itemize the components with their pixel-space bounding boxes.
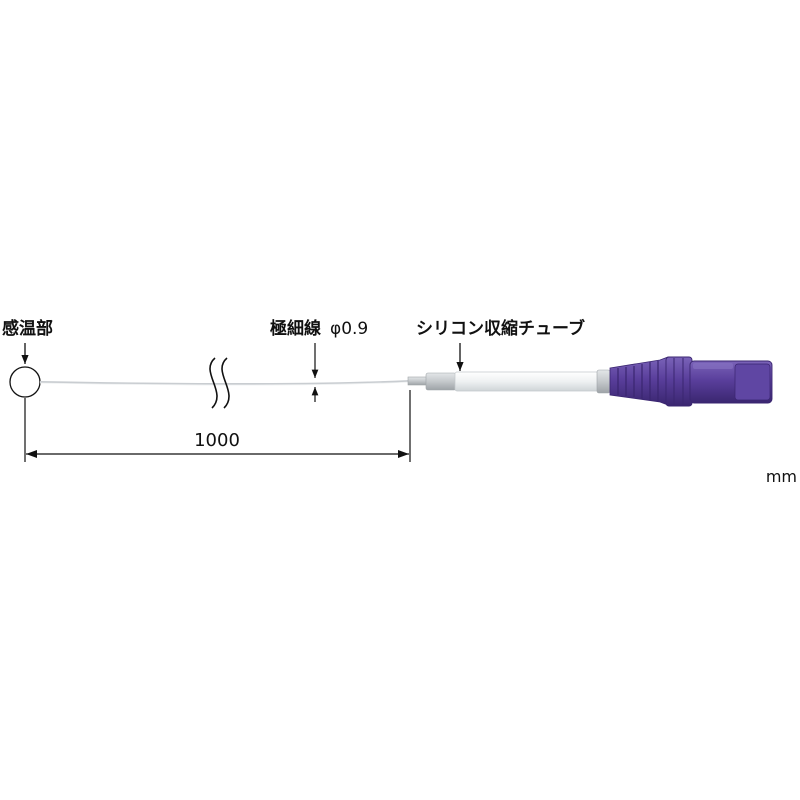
connector-collar xyxy=(665,356,693,407)
connector-ring-gray xyxy=(596,369,611,394)
unit-label: mm xyxy=(766,467,797,486)
fine-wire xyxy=(39,380,411,386)
sensing-part-label: 感温部 xyxy=(2,318,53,339)
shrink-tube-white xyxy=(454,371,602,392)
dimension-arrowhead-left xyxy=(26,450,37,458)
sensing-circle xyxy=(9,366,41,398)
break-mark-left xyxy=(209,357,218,409)
silicone-tube-label: シリコン収縮チューブ xyxy=(416,318,585,339)
connector-strain-relief xyxy=(609,356,669,406)
thin-sleeve xyxy=(407,376,429,386)
fine-wire-label: 極細線 xyxy=(270,318,321,339)
break-mark-right xyxy=(221,357,230,409)
shrink-tube-gray xyxy=(425,372,457,391)
connector-ribs xyxy=(617,361,659,401)
connector-face xyxy=(734,363,771,401)
fine-wire-diameter-label: φ0.9 xyxy=(330,319,368,339)
length-value: 1000 xyxy=(194,430,240,451)
dimension-arrowhead-right xyxy=(398,450,409,458)
